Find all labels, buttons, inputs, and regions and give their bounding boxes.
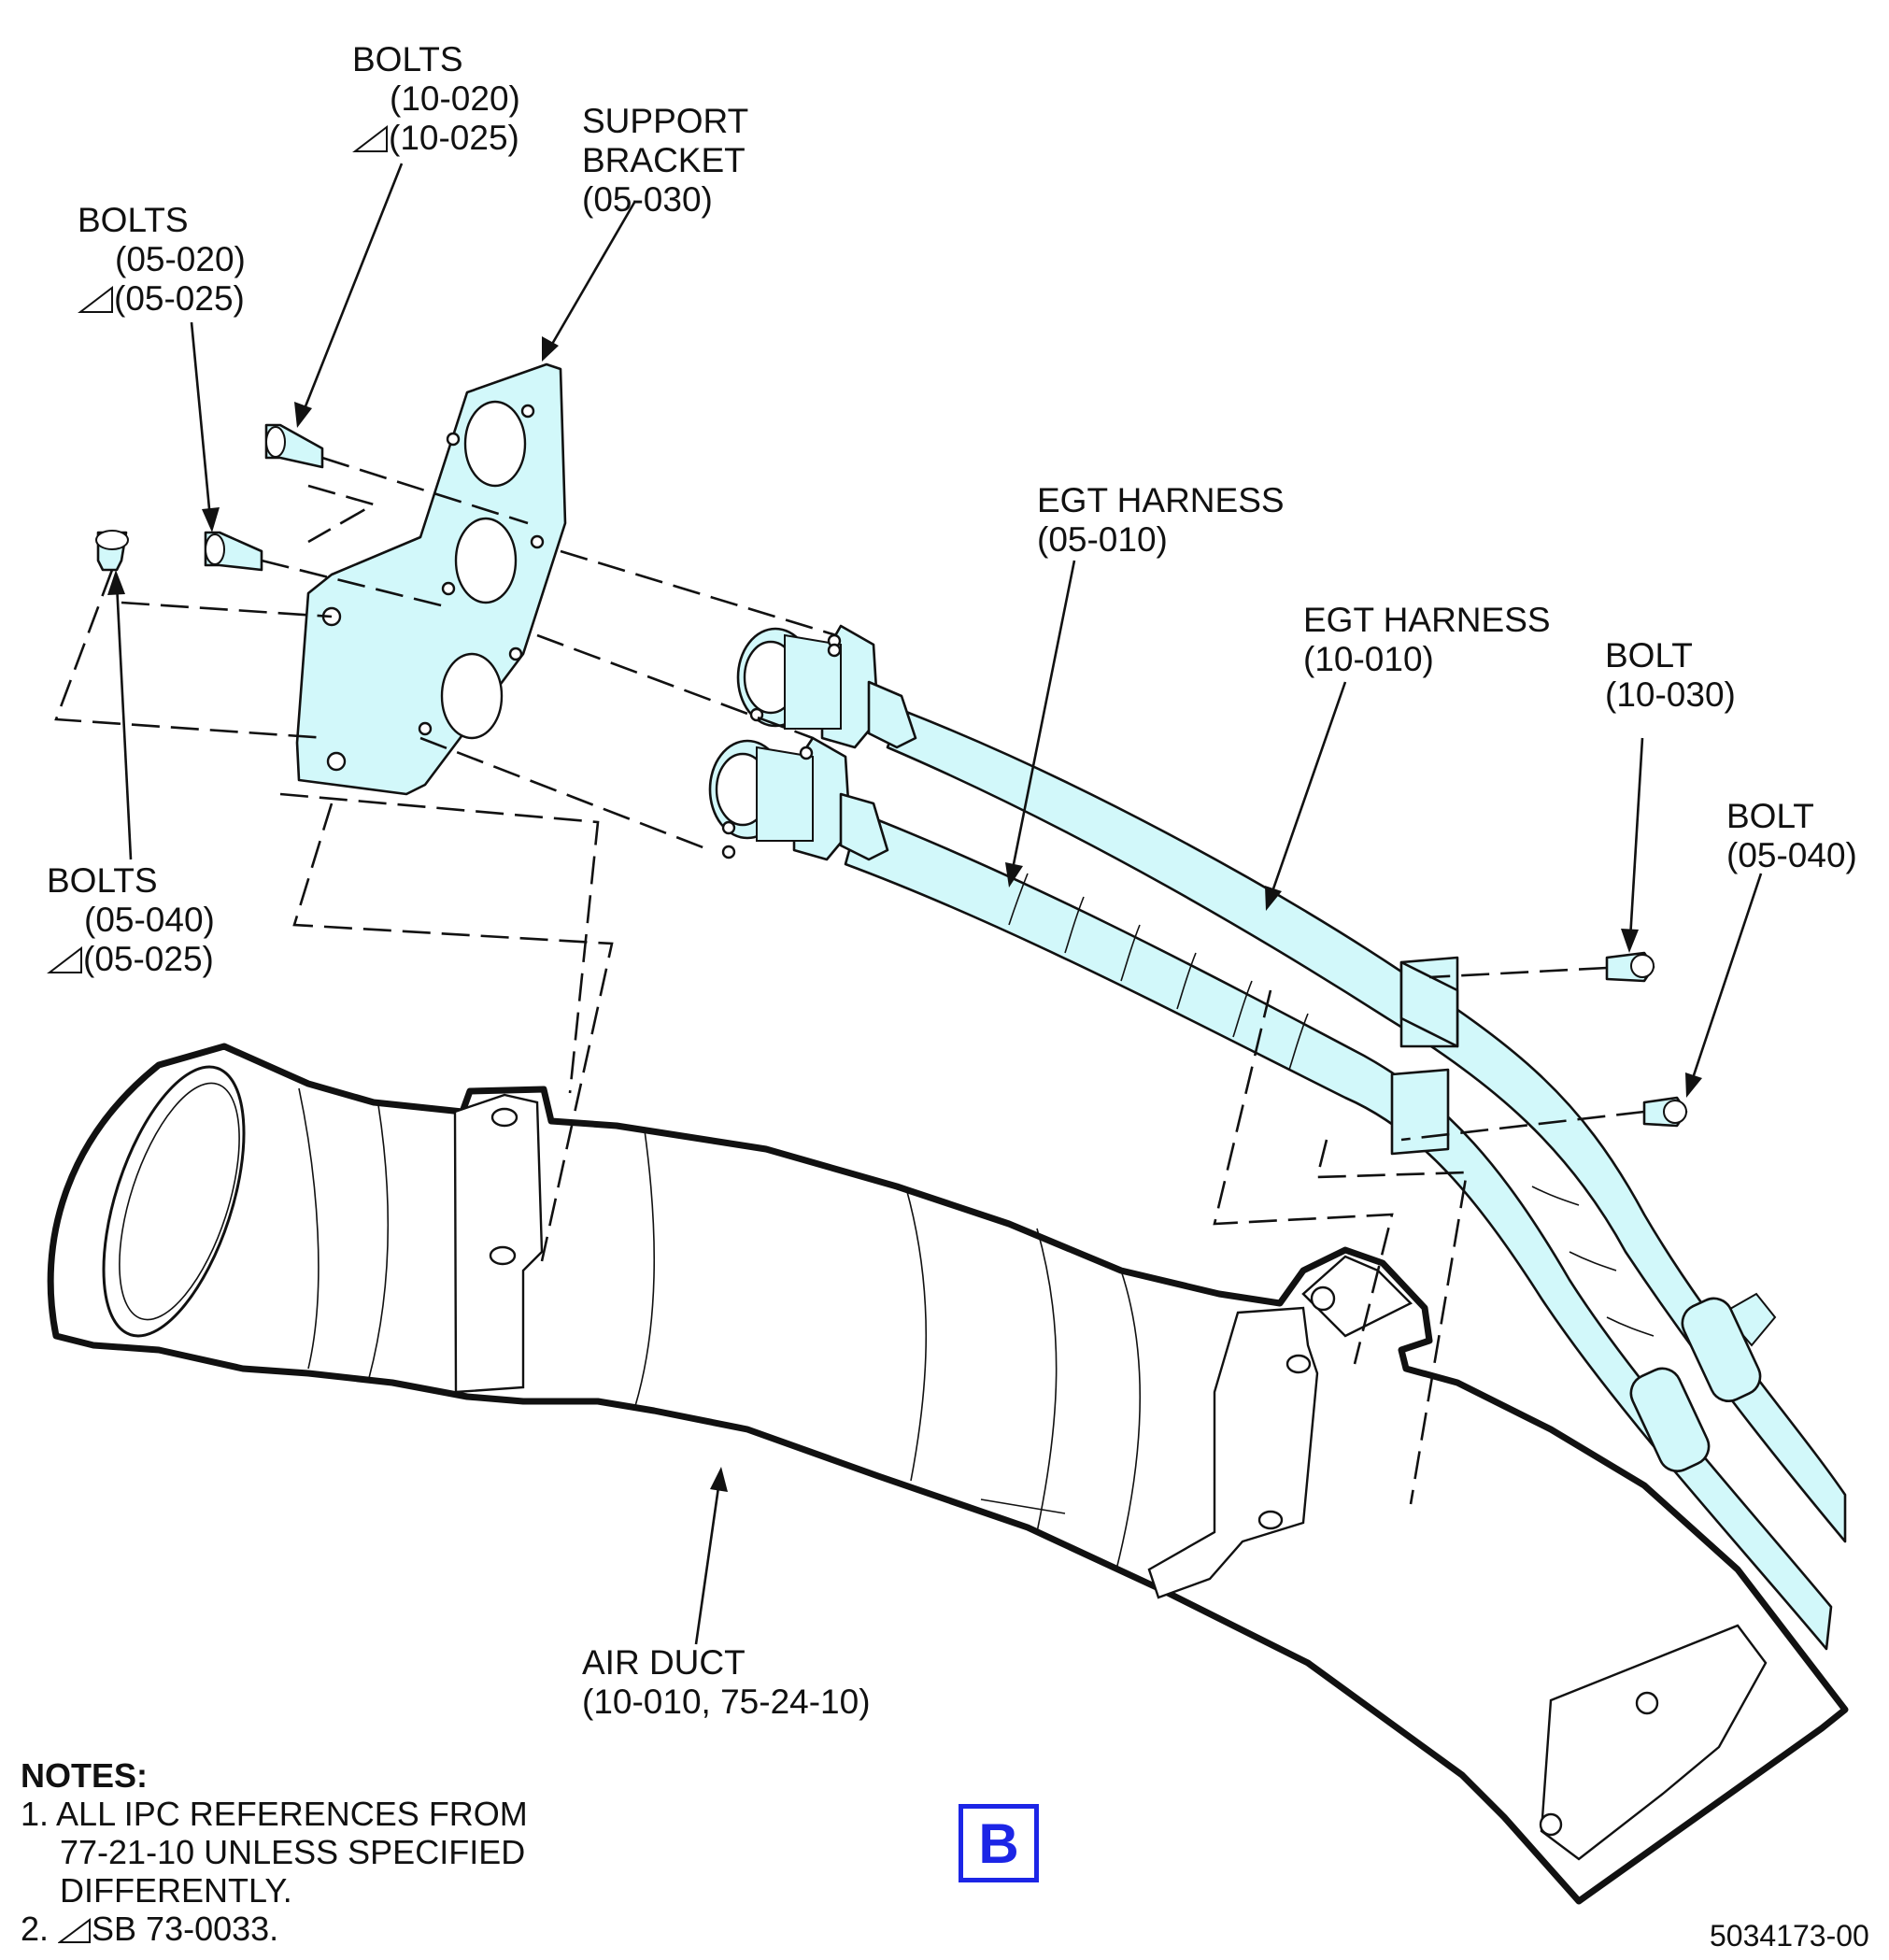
- harness-clamps: [1390, 956, 1762, 1472]
- sb-triangle-icon: [352, 124, 388, 152]
- sb-triangle-icon: [78, 285, 113, 313]
- support-bracket: [295, 362, 567, 796]
- sb-triangle-icon: [57, 1918, 92, 1943]
- callout-bolts-05-040-left: BOLTS (05-040) (05-025): [47, 861, 215, 978]
- callout-bolts-05-040-left-name: BOLTS: [47, 861, 158, 900]
- callout-bolts-05-020: BOLTS (05-020) (05-025): [78, 201, 246, 318]
- callout-air-duct: AIR DUCT (10-010, 75-24-10): [582, 1643, 871, 1721]
- callout-egt-harness-10-010: EGT HARNESS (10-010): [1303, 601, 1551, 678]
- callout-bolts-10-020-name: BOLTS: [352, 40, 463, 78]
- egt-harness-05-010: [844, 811, 1833, 1651]
- bolt-05-040-left: [95, 530, 129, 572]
- egt-harness-10-010: [886, 708, 1847, 1543]
- callout-bolt-05-040-right: BOLT (05-040): [1726, 797, 1857, 874]
- callout-bolts-10-020-ref1: (10-020): [390, 79, 520, 118]
- callout-bolt-05-040-right-name: BOLT: [1726, 797, 1814, 835]
- callout-bolt-10-030-name: BOLT: [1605, 636, 1693, 675]
- notes-heading: NOTES:: [21, 1756, 149, 1795]
- note-1-line-2: 77-21-10 UNLESS SPECIFIED: [60, 1833, 526, 1871]
- callout-bolts-05-020-ref2: (05-025): [114, 279, 245, 318]
- callout-support-bracket: SUPPORT BRACKET (05-030): [582, 102, 748, 219]
- callout-egt-harness-10-010-name: EGT HARNESS: [1303, 601, 1551, 639]
- callout-egt-harness-05-010-ref: (05-010): [1037, 520, 1168, 559]
- callout-support-bracket-ref: (05-030): [582, 180, 713, 219]
- callout-bolts-05-040-left-ref1: (05-040): [84, 901, 215, 939]
- egt-connector-lower: [708, 736, 889, 861]
- note-1-line-3: DIFFERENTLY.: [60, 1871, 292, 1910]
- callout-bolt-10-030: BOLT (10-030): [1605, 636, 1736, 714]
- view-b-badge: B: [959, 1804, 1039, 1882]
- callout-egt-harness-05-010: EGT HARNESS (05-010): [1037, 481, 1285, 559]
- callout-bolts-10-020-ref2: (10-025): [389, 119, 519, 157]
- callout-support-bracket-line2: BRACKET: [582, 141, 746, 179]
- air-duct: [47, 1043, 1849, 1905]
- callout-bolts-05-020-ref1: (05-020): [115, 240, 246, 278]
- callout-bolt-05-040-right-ref: (05-040): [1726, 836, 1857, 874]
- bolt-05-020: [204, 531, 263, 572]
- note-2: 2. SB 73-0033.: [21, 1910, 528, 1948]
- leader-lines: [107, 163, 1763, 1645]
- callout-egt-harness-05-010-name: EGT HARNESS: [1037, 481, 1285, 519]
- callout-support-bracket-line1: SUPPORT: [582, 102, 748, 140]
- note-2-text: SB 73-0033.: [92, 1910, 279, 1948]
- bolt-10-020: [264, 423, 324, 469]
- bolt-10-030: [1605, 951, 1655, 983]
- note-1-line-1: 1. ALL IPC REFERENCES FROM: [21, 1795, 528, 1833]
- notes-block: NOTES: 1. ALL IPC REFERENCES FROM 77-21-…: [21, 1756, 528, 1948]
- callout-bolts-10-020: BOLTS (10-020) (10-025): [352, 40, 520, 157]
- bolt-05-040-right: [1642, 1096, 1688, 1128]
- callout-egt-harness-10-010-ref: (10-010): [1303, 640, 1434, 678]
- callout-bolts-05-020-name: BOLTS: [78, 201, 189, 239]
- installation-lines: [54, 456, 1645, 1505]
- drawing-number: 5034173-00: [1710, 1919, 1869, 1953]
- callout-air-duct-name: AIR DUCT: [582, 1643, 746, 1682]
- callout-bolts-05-040-left-ref2: (05-025): [83, 940, 214, 978]
- note-2-prefix: 2.: [21, 1910, 59, 1948]
- callout-bolt-10-030-ref: (10-030): [1605, 675, 1736, 714]
- egt-connector-upper: [736, 624, 917, 749]
- sb-triangle-icon: [47, 945, 82, 973]
- callout-air-duct-ref: (10-010, 75-24-10): [582, 1683, 871, 1721]
